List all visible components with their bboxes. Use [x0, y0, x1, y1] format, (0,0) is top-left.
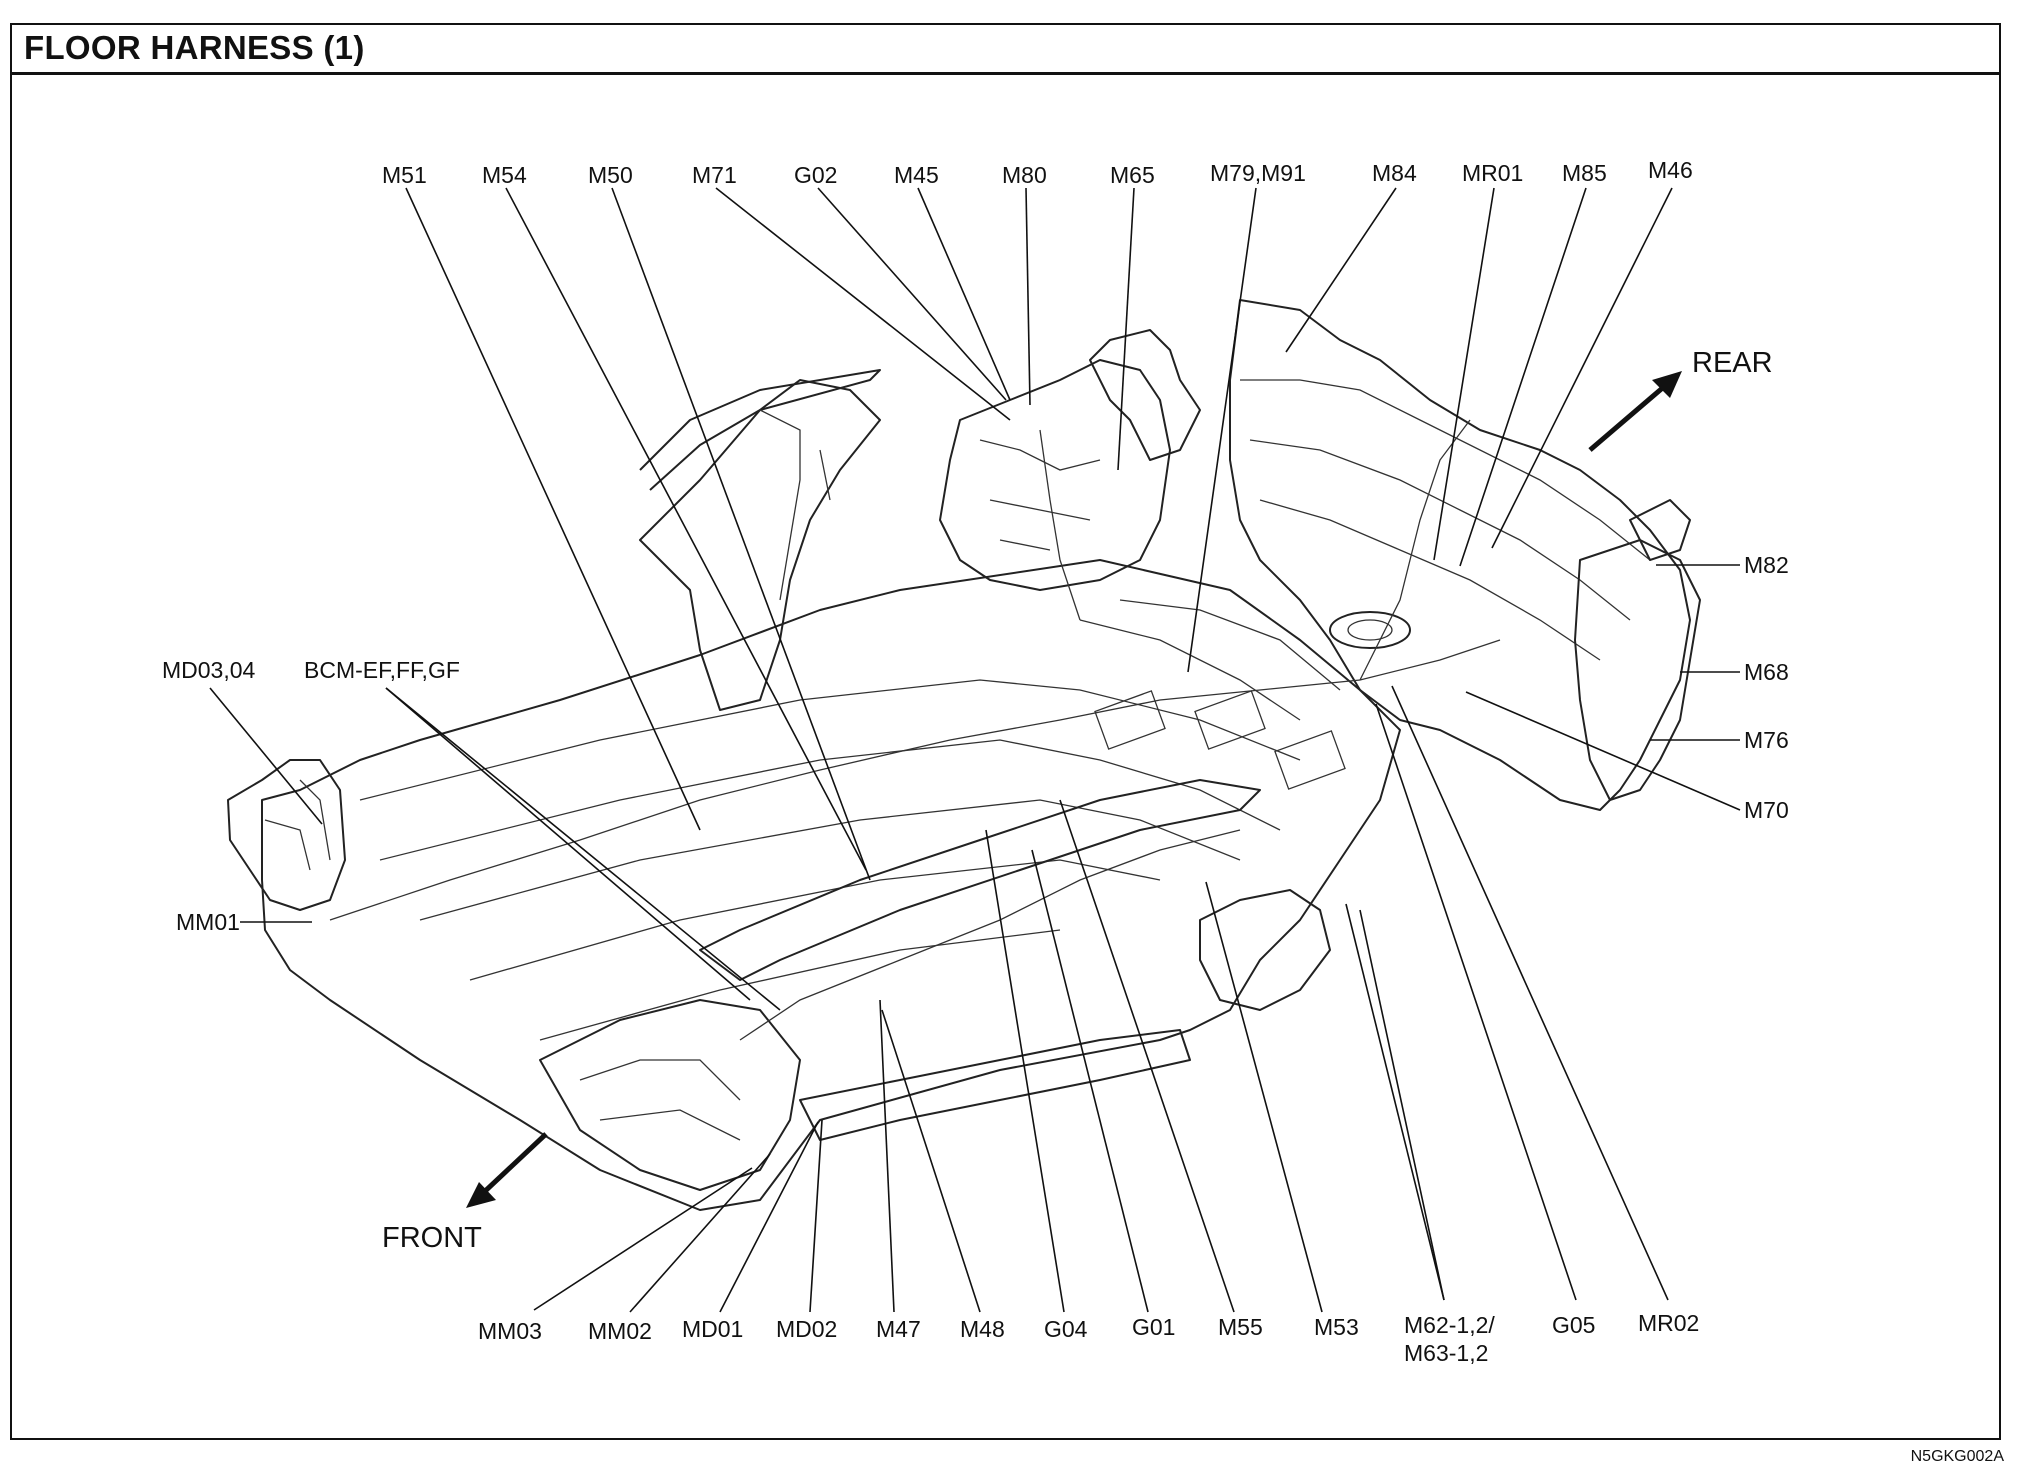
- label-g01: G01: [1132, 1314, 1175, 1340]
- label-mm03: MM03: [478, 1318, 542, 1344]
- label-g04: G04: [1044, 1316, 1088, 1342]
- label-g05: G05: [1552, 1312, 1595, 1338]
- front-direction-arrow: [466, 1132, 548, 1208]
- label-m51: M51: [382, 162, 427, 188]
- label-m70: M70: [1744, 797, 1789, 823]
- leader-lines: [209, 187, 1741, 1313]
- connector-labels: M51 M54 M50 M71 G02 M45 M80 M65 M79,M91 …: [162, 157, 1789, 1366]
- label-m62-line2: M63-1,2: [1404, 1340, 1488, 1366]
- label-m46: M46: [1648, 157, 1693, 183]
- label-m82: M82: [1744, 552, 1789, 578]
- diagram-frame: [10, 23, 2001, 1440]
- label-mm01: MM01: [176, 909, 240, 935]
- label-m80: M80: [1002, 162, 1047, 188]
- front-label: FRONT: [382, 1222, 482, 1254]
- label-md01: MD01: [682, 1316, 743, 1342]
- label-m47: M47: [876, 1316, 921, 1342]
- label-m76: M76: [1744, 727, 1789, 753]
- label-m68: M68: [1744, 659, 1789, 685]
- label-m45: M45: [894, 162, 939, 188]
- label-m54: M54: [482, 162, 527, 188]
- label-m50: M50: [588, 162, 633, 188]
- rear-label: REAR: [1692, 347, 1773, 379]
- label-g02: G02: [794, 162, 837, 188]
- label-m55: M55: [1218, 1314, 1263, 1340]
- rear-direction-arrow: [1588, 371, 1682, 452]
- label-mr01: MR01: [1462, 160, 1523, 186]
- label-md02: MD02: [776, 1316, 837, 1342]
- label-m71: M71: [692, 162, 737, 188]
- label-m65: M65: [1110, 162, 1155, 188]
- label-m53: M53: [1314, 1314, 1359, 1340]
- vehicle-floor-body: [227, 299, 1701, 1211]
- page-title: FLOOR HARNESS (1): [24, 29, 365, 66]
- label-mm02: MM02: [588, 1318, 652, 1344]
- label-m85: M85: [1562, 160, 1607, 186]
- label-m79-m91: M79,M91: [1210, 160, 1306, 186]
- label-m84: M84: [1372, 160, 1417, 186]
- label-m62-line1: M62-1,2/: [1404, 1312, 1495, 1338]
- label-mr02: MR02: [1638, 1310, 1699, 1336]
- document-code: N5GKG002A: [1910, 1448, 2004, 1465]
- title-bar: FLOOR HARNESS (1): [10, 23, 2001, 75]
- label-m48: M48: [960, 1316, 1005, 1342]
- label-bcm: BCM-EF,FF,GF: [304, 657, 460, 683]
- label-md03-04: MD03,04: [162, 657, 256, 683]
